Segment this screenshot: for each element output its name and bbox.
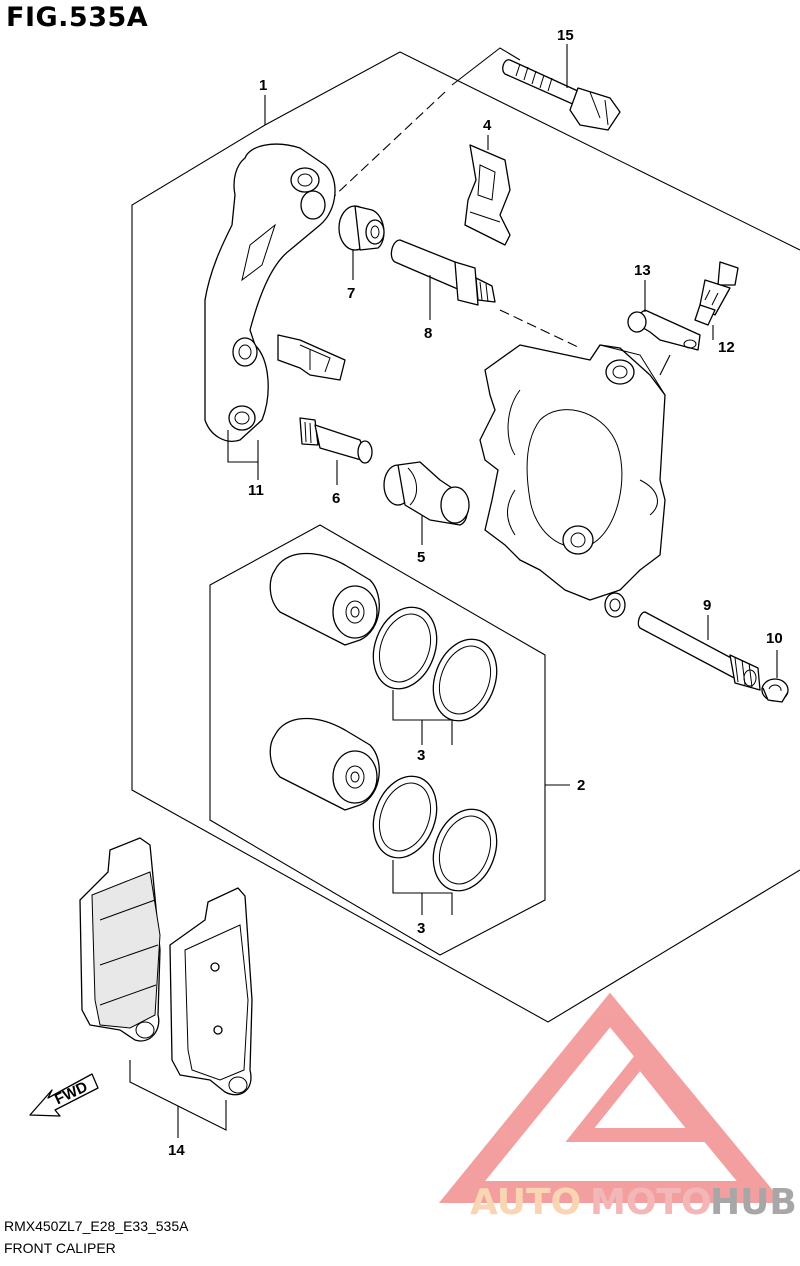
- leader-11: [227, 430, 259, 480]
- brake-pad-rear: [79, 837, 161, 1042]
- callout-9: 9: [703, 597, 711, 614]
- callout-10: 10: [766, 630, 783, 647]
- bolt-axis-line: [329, 91, 446, 201]
- figure-name: FRONT CALIPER: [4, 1240, 116, 1256]
- callout-2: 2: [577, 777, 585, 794]
- seal-upper-a: [372, 606, 438, 690]
- caliper-bracket: [204, 143, 336, 442]
- bleeder-cap-13: [627, 309, 701, 351]
- caliper-body: [479, 344, 666, 618]
- watermark-word-auto: AUTO: [470, 1182, 581, 1223]
- figure-title: FIG.535A: [6, 2, 149, 33]
- callout-1: 1: [259, 77, 267, 94]
- seal-lower-a: [372, 775, 438, 859]
- watermark-word-moto: MOTO: [590, 1182, 712, 1223]
- bleeder-link-line: [659, 354, 671, 376]
- fwd-label: FWD: [52, 1078, 90, 1108]
- seal-lower-b: [432, 808, 498, 892]
- callout-14: 14: [168, 1142, 185, 1159]
- bleeder-screw-12: [694, 261, 739, 326]
- watermark-logo: AUTO MOTO HUB: [438, 992, 797, 1223]
- callout-3-upper: 3: [417, 747, 425, 764]
- callout-15: 15: [557, 27, 574, 44]
- boot-5: [383, 461, 470, 526]
- callout-6: 6: [332, 490, 340, 507]
- piston-set-box: [209, 524, 546, 956]
- assembly-boundary: [131, 124, 800, 1023]
- callout-12: 12: [718, 339, 735, 356]
- pin-axis-line: [499, 309, 581, 349]
- watermark-word-hub: HUB: [710, 1182, 797, 1223]
- callout-13: 13: [634, 262, 651, 279]
- callout-5: 5: [417, 549, 425, 566]
- fwd-arrow-icon: FWD: [29, 1073, 99, 1117]
- bolt-guide-line: [451, 47, 521, 86]
- brake-pad-front: [169, 887, 253, 1096]
- callout-8: 8: [424, 325, 432, 342]
- pin-bolt-9: [637, 611, 761, 691]
- figure-code: RMX450ZL7_E28_E33_535A: [4, 1218, 189, 1234]
- boot-7: [338, 205, 385, 251]
- slide-pin-8: [390, 239, 496, 306]
- assembly-boundary-top: [264, 51, 800, 251]
- callout-7: 7: [347, 285, 355, 302]
- pin-6: [299, 417, 373, 464]
- callout-11: 11: [248, 482, 264, 499]
- callout-4: 4: [483, 117, 492, 134]
- bolt-15: [502, 59, 621, 131]
- piston-upper: [269, 552, 380, 646]
- pad-spring-4: [464, 144, 511, 246]
- callout-3-lower: 3: [417, 920, 425, 937]
- pad-retainer-11: [277, 334, 346, 381]
- plug-10: [761, 678, 789, 703]
- piston-lower: [269, 717, 380, 811]
